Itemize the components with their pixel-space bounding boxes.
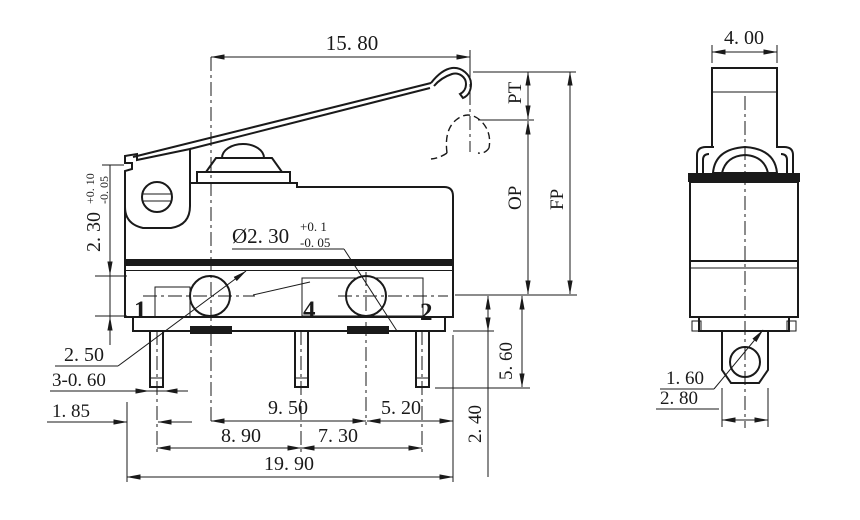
side-view xyxy=(688,67,800,428)
dim-op: OP xyxy=(505,186,526,210)
dim-band-height: 2. 50 xyxy=(64,344,104,366)
lever-end xyxy=(711,67,778,147)
dim-flange-depth: 2. 40 xyxy=(465,405,486,443)
svg-text:+0. 1: +0. 1 xyxy=(300,219,327,234)
svg-text:-0. 05: -0. 05 xyxy=(300,235,330,250)
lever-pressed-phantom xyxy=(430,114,491,160)
svg-text:2. 30: 2. 30 xyxy=(83,212,105,252)
front-view-dimensions: 15. 80 PT OP FP 2. 30 +0. 10 -0. 05 Ø2. … xyxy=(47,31,577,482)
plunger xyxy=(196,143,291,184)
dim-pin-depth: 5. 60 xyxy=(496,342,517,380)
pivot-pin xyxy=(141,181,173,213)
dim-fp: FP xyxy=(547,189,568,210)
body-seam-band xyxy=(125,259,453,266)
flange-pad-right xyxy=(347,326,389,334)
dim-tab-hole: 1. 60 xyxy=(666,368,704,389)
solder-pins xyxy=(149,330,430,388)
side-view-dimensions: 4. 00 1. 60 2. 80 xyxy=(656,27,778,427)
dim-hole-diameter: Ø2. 30 +0. 1 -0. 05 xyxy=(232,219,398,332)
dim-pitch-a: 8. 90 xyxy=(221,425,261,447)
svg-text:+0. 10: +0. 10 xyxy=(83,173,97,204)
dim-pivot-height: 2. 30 +0. 10 -0. 05 xyxy=(83,173,111,252)
contact-blade-line xyxy=(252,281,311,296)
dim-pitch-b: 7. 30 xyxy=(318,425,358,447)
svg-text:Ø2. 30: Ø2. 30 xyxy=(232,224,289,248)
dim-pin-offset: 1. 85 xyxy=(52,401,90,422)
dim-total-width: 19. 90 xyxy=(264,453,314,475)
svg-text:-0. 05: -0. 05 xyxy=(97,176,111,204)
terminal-label-1: 1 xyxy=(134,297,147,324)
side-flange xyxy=(698,316,790,332)
dim-lever-width: 4. 00 xyxy=(724,27,764,49)
flange-pad-left xyxy=(190,326,232,334)
terminal-label-4: 4 xyxy=(303,297,316,324)
dim-top-width: 15. 80 xyxy=(326,31,379,55)
terminal-label-2: 2 xyxy=(420,299,433,326)
dim-pin-width: 3-0. 60 xyxy=(52,370,106,391)
dim-tab-width: 2. 80 xyxy=(660,388,698,409)
bottom-flange xyxy=(132,316,446,332)
dim-hole-to-edge: 5. 20 xyxy=(381,397,421,419)
front-view: 1 4 2 xyxy=(124,57,491,453)
dim-pt: PT xyxy=(505,81,526,104)
lever-arm xyxy=(132,66,473,158)
dim-plunger-to-hole: 9. 50 xyxy=(268,397,308,419)
side-body xyxy=(689,181,799,318)
side-top-band xyxy=(688,173,800,182)
